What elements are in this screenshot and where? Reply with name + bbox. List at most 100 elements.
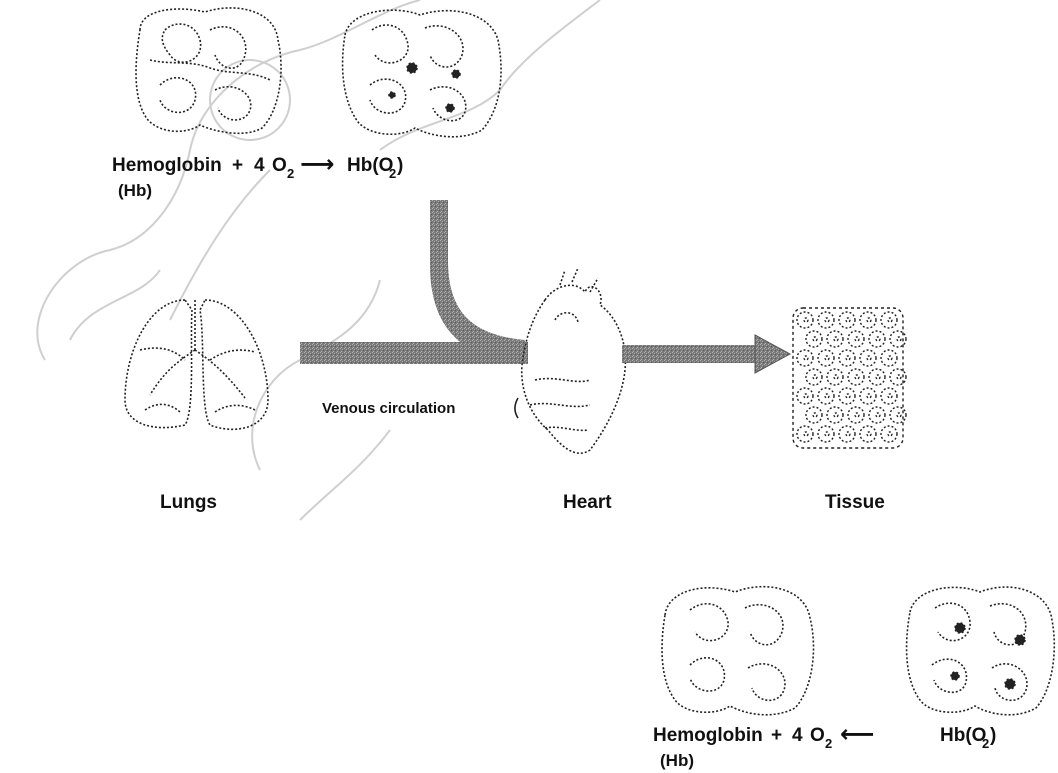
tissue-cell-nucleus: [846, 432, 850, 436]
tissue-cell-nucleus: [876, 375, 880, 379]
bottom-oxygen: O: [810, 725, 825, 746]
top-oxygen: O: [272, 155, 287, 176]
tissue-cell-nucleus: [888, 432, 892, 436]
top-product: Hb(O: [347, 155, 393, 176]
tissue-cell-nucleus: [855, 413, 859, 417]
heart-icon: [522, 268, 626, 453]
tissue-cell: [818, 312, 834, 328]
top-reactant-abbrev: (Hb): [118, 181, 152, 200]
oxyhemoglobin-molecule-bottom-icon: [907, 587, 1055, 715]
bottom-product-subscript: 2: [982, 736, 989, 751]
tissue-cell: [797, 312, 813, 328]
tissue-cell: [818, 350, 834, 366]
tissue-cell: [839, 426, 855, 442]
watermark-graphic: [37, 0, 600, 520]
lungs-icon: [125, 300, 268, 429]
tissue-cell-nucleus: [888, 356, 892, 360]
tissue-cell-nucleus: [825, 394, 829, 398]
heart-to-tissue-arrow-shaft: [622, 345, 757, 363]
tissue-cell: [806, 369, 822, 385]
tissue-cell: [818, 388, 834, 404]
bottom-plus: +: [771, 725, 782, 746]
tissue-cell: [806, 331, 822, 347]
tissue-cell: [860, 426, 876, 442]
tissue-cell-nucleus: [825, 318, 829, 322]
tissue-cell: [881, 388, 897, 404]
bottom-arrow-glyph: ⟵: [840, 720, 874, 748]
tissue-cell-nucleus: [825, 356, 829, 360]
tissue-cell-nucleus: [897, 337, 901, 341]
oxygenated-flow-arrow: [430, 200, 525, 362]
bottom-reactant: Hemoglobin: [653, 725, 763, 746]
heart-to-tissue-arrowhead: [755, 335, 790, 373]
tissue-cell: [848, 407, 864, 423]
tissue-cell: [797, 350, 813, 366]
tissue-cell: [860, 350, 876, 366]
tissue-cell-nucleus: [867, 356, 871, 360]
tissue-cell: [797, 388, 813, 404]
tissue-cell: [848, 331, 864, 347]
tissue-cell-nucleus: [813, 413, 817, 417]
tissue-cell-nucleus: [834, 337, 838, 341]
tissue-cell: [827, 331, 843, 347]
tissue-cell-nucleus: [876, 413, 880, 417]
tissue-icon: [793, 308, 906, 448]
venous-circulation-label: Venous circulation: [322, 400, 455, 417]
top-coefficient: 4: [254, 155, 265, 176]
bottom-reactant-abbrev: (Hb): [660, 751, 694, 770]
tissue-cell: [860, 388, 876, 404]
top-oxygen-subscript: 2: [287, 166, 294, 181]
tissue-cell-nucleus: [804, 394, 808, 398]
tissue-cell-nucleus: [804, 356, 808, 360]
tissue-cell-nucleus: [888, 394, 892, 398]
tissue-cell: [806, 407, 822, 423]
heart-label: Heart: [563, 492, 612, 513]
tissue-cell: [881, 350, 897, 366]
tissue-cell-nucleus: [876, 337, 880, 341]
tissue-cell-nucleus: [855, 375, 859, 379]
tissue-cell-nucleus: [888, 318, 892, 322]
top-reactant: Hemoglobin: [112, 155, 222, 176]
tissue-cell: [869, 369, 885, 385]
tissue-cell: [860, 312, 876, 328]
tissue-cell-nucleus: [834, 375, 838, 379]
lungs-to-heart-arrow: [300, 342, 528, 364]
tissue-cell-nucleus: [867, 394, 871, 398]
tissue-cell: [839, 388, 855, 404]
tissue-cell: [839, 312, 855, 328]
tissue-cell-nucleus: [867, 318, 871, 322]
tissue-cell-nucleus: [867, 432, 871, 436]
tissue-cell-nucleus: [813, 337, 817, 341]
tissue-cell-nucleus: [804, 318, 808, 322]
tissue-cell-nucleus: [834, 413, 838, 417]
tissue-cell: [869, 407, 885, 423]
bottom-coefficient: 4: [792, 725, 803, 746]
oxyhemoglobin-molecule-icon: [343, 10, 501, 137]
tissue-cell-nucleus: [897, 375, 901, 379]
top-product-subscript: 2: [389, 166, 396, 181]
top-plus: +: [232, 155, 243, 176]
tissue-cell: [839, 350, 855, 366]
lungs-label: Lungs: [160, 492, 217, 513]
tissue-cell: [869, 331, 885, 347]
tissue-cell-nucleus: [846, 394, 850, 398]
tissue-cell-nucleus: [846, 356, 850, 360]
tissue-cell: [797, 426, 813, 442]
tissue-cell: [818, 426, 834, 442]
tissue-cell-nucleus: [813, 375, 817, 379]
tissue-cell: [827, 369, 843, 385]
tissue-cell-nucleus: [897, 413, 901, 417]
venous-return-tick: [515, 398, 518, 418]
tissue-cell-nucleus: [846, 318, 850, 322]
tissue-label: Tissue: [825, 492, 885, 513]
hemoglobin-molecule-icon: [136, 8, 281, 133]
tissue-cell: [827, 407, 843, 423]
hemoglobin-molecule-bottom-icon: [662, 587, 813, 715]
bottom-product: Hb(O: [940, 725, 986, 746]
tissue-cell: [881, 312, 897, 328]
bottom-oxygen-subscript: 2: [825, 736, 832, 751]
tissue-cell: [881, 426, 897, 442]
tissue-cell-nucleus: [855, 337, 859, 341]
tissue-cell-nucleus: [804, 432, 808, 436]
